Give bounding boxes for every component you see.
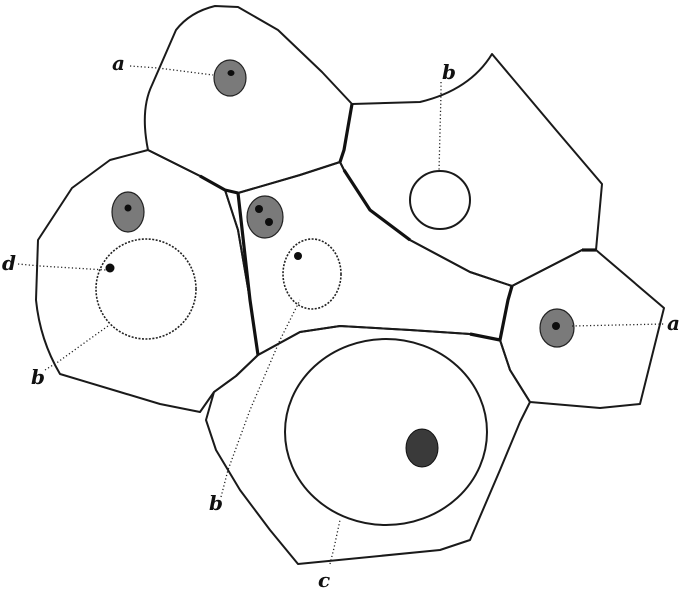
leader-d <box>17 263 107 271</box>
cell-top-right <box>339 53 603 287</box>
cell-right <box>499 249 665 409</box>
cell-bottom <box>205 325 531 565</box>
thick-wall-5 <box>469 285 514 342</box>
nucleus-bottom <box>405 428 439 468</box>
label-a-top: a <box>112 51 125 75</box>
leader-a-right <box>571 323 665 327</box>
label-c: c <box>318 568 330 592</box>
thick-wall-1 <box>199 174 239 195</box>
nucleus-a-top <box>213 59 247 97</box>
leader-b-left <box>44 325 109 371</box>
leader-b-top <box>438 82 442 172</box>
vacuole-b-top <box>409 170 471 230</box>
leader-a-top <box>129 65 214 76</box>
granule <box>294 252 302 260</box>
vacuole-b-left <box>95 238 197 340</box>
vacuole-c <box>284 338 488 526</box>
nucleolus <box>227 70 235 76</box>
granule-d <box>105 263 115 273</box>
nucleus-center <box>246 195 284 239</box>
label-d: d <box>2 251 16 275</box>
label-b-bottom: b <box>209 491 223 515</box>
leader-c <box>329 519 341 565</box>
nucleolus <box>255 205 263 213</box>
nucleolus <box>124 204 132 212</box>
label-b-top: b <box>442 60 456 84</box>
nucleolus <box>552 322 560 330</box>
thick-wall-2 <box>338 103 354 163</box>
leader-b-bottom <box>220 299 301 498</box>
thick-wall-3 <box>342 169 411 242</box>
label-b-left: b <box>31 365 45 389</box>
nucleus-left <box>111 191 145 233</box>
vacuole-b-center <box>282 238 342 310</box>
thick-wall-4 <box>236 192 260 356</box>
nucleolus <box>265 218 273 226</box>
label-a-right: a <box>667 311 680 335</box>
